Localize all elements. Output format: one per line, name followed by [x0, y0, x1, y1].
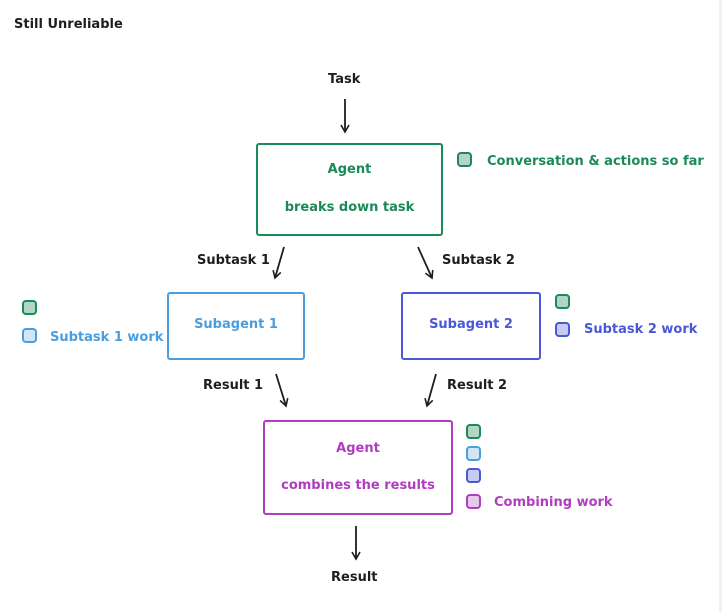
- agent-bottom-title: Agent: [336, 441, 380, 456]
- subtask2-work-square-icon: [555, 322, 570, 337]
- task-label: Task: [328, 72, 361, 87]
- subagent2-title: Subagent 2: [429, 317, 513, 332]
- subtask1-label: Subtask 1: [197, 253, 270, 268]
- result2-label: Result 2: [447, 378, 508, 393]
- context-square-icon: [22, 300, 37, 315]
- subagent1-box: Subagent 1: [167, 292, 305, 360]
- context-square-icon: [555, 294, 570, 309]
- subtask1-work-square-icon: [466, 446, 481, 461]
- result1-label: Result 1: [203, 378, 264, 393]
- diagram-title: Still Unreliable: [14, 17, 123, 32]
- arrow-agent-to-subagent1: [272, 246, 285, 280]
- subtask2-label: Subtask 2: [442, 253, 515, 268]
- arrow-agent-to-subagent2: [417, 246, 434, 280]
- agent-breaks-down-box: Agent breaks down task: [256, 143, 443, 236]
- subtask2-work-square-icon: [466, 468, 481, 483]
- agent-bottom-subtitle: combines the results: [281, 478, 435, 493]
- subtask1-work-annotation: Subtask 1 work: [50, 330, 164, 345]
- combining-work-square-icon: [466, 494, 481, 509]
- arrow-subagent2-to-agent: [424, 373, 437, 408]
- subagent2-box: Subagent 2: [401, 292, 541, 360]
- subagent1-title: Subagent 1: [194, 317, 278, 332]
- conversation-annotation: Conversation & actions so far: [487, 154, 704, 169]
- subtask2-work-annotation: Subtask 2 work: [584, 322, 698, 337]
- arrow-subagent1-to-agent: [275, 373, 289, 408]
- agent-combines-box: Agent combines the results: [263, 420, 453, 515]
- context-square-icon: [466, 424, 481, 439]
- agent-top-title: Agent: [327, 162, 372, 177]
- subtask1-work-square-icon: [22, 328, 37, 343]
- combining-work-annotation: Combining work: [494, 495, 613, 510]
- agent-top-subtitle: breaks down task: [284, 200, 415, 215]
- context-square-icon: [457, 152, 472, 167]
- result-label: Result: [331, 570, 378, 585]
